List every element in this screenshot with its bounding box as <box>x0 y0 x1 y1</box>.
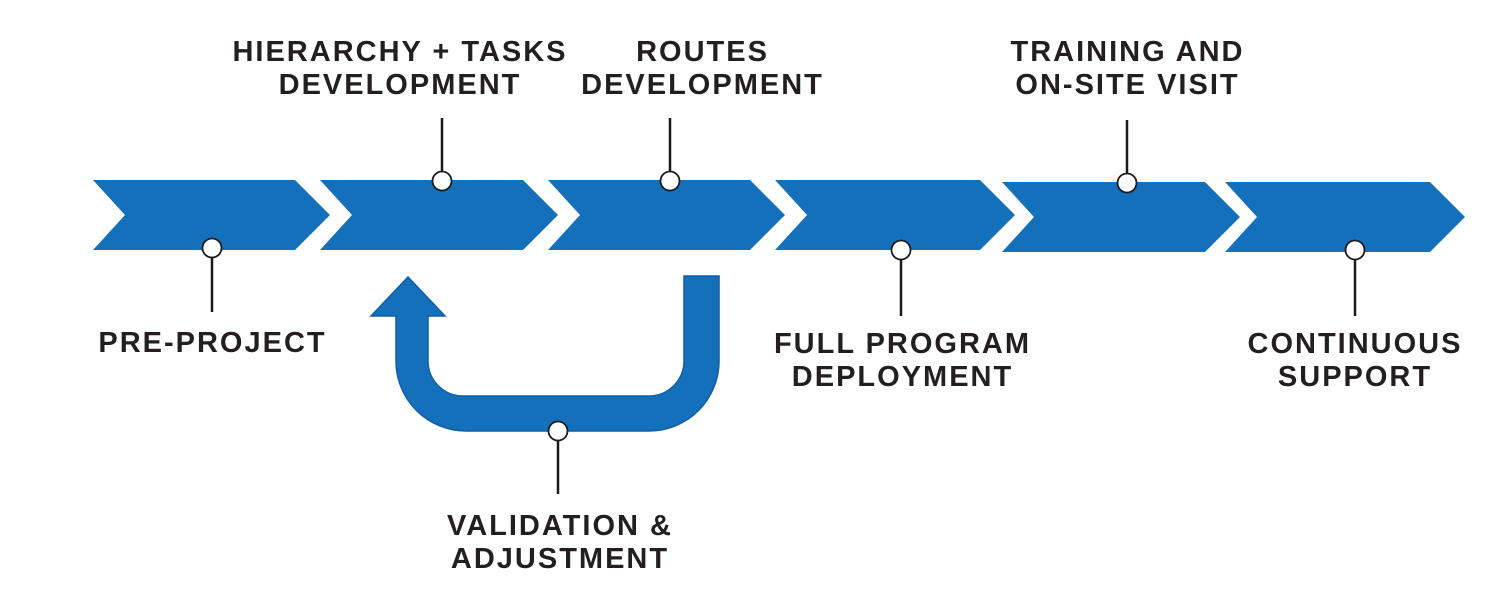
chevron-stage-6 <box>1225 182 1465 252</box>
stage-label-line: SUPPORT <box>1277 361 1433 393</box>
stage-label-line: ON-SITE VISIT <box>1015 69 1240 101</box>
stage-label-line: HIERARCHY + TASKS <box>232 36 568 68</box>
stage-label-pre-project: PRE-PROJECT <box>80 327 345 360</box>
connector-node-validation <box>547 420 569 442</box>
connector-node-continuous <box>1344 239 1366 261</box>
connector-node-hierarchy <box>431 170 453 192</box>
connector-node-training <box>1116 172 1138 194</box>
chevron-stage-1 <box>93 180 330 250</box>
feedback-loop-label-line: VALIDATION & <box>447 510 673 542</box>
stage-label-line: DEVELOPMENT <box>278 69 522 101</box>
chevron-stage-2 <box>320 180 558 250</box>
stage-label-line: CONTINUOUS <box>1247 328 1463 360</box>
stage-label-line: DEVELOPMENT <box>581 69 824 101</box>
stage-label-continuous-support: CONTINUOUS SUPPORT <box>1230 328 1480 394</box>
stage-label-line: PRE-PROJECT <box>98 327 327 359</box>
chevron-stage-3 <box>548 180 785 250</box>
feedback-loop-arrow <box>369 275 720 432</box>
stage-label-full-program: FULL PROGRAM DEPLOYMENT <box>755 328 1050 394</box>
stage-label-routes: ROUTES DEVELOPMENT <box>560 36 845 102</box>
chevron-stage-4 <box>775 180 1015 250</box>
feedback-loop-label: VALIDATION & ADJUSTMENT <box>425 510 695 576</box>
stage-label-hierarchy-tasks: HIERARCHY + TASKS DEVELOPMENT <box>225 36 575 102</box>
connector-node-routes <box>659 170 681 192</box>
connector-node-full-program <box>890 239 912 261</box>
connector-node-pre-project <box>201 237 223 259</box>
stage-label-line: ROUTES <box>636 36 769 68</box>
stage-label-line: TRAINING AND <box>1010 36 1245 68</box>
chevron-stage-5 <box>1002 182 1240 252</box>
stage-label-training: TRAINING AND ON-SITE VISIT <box>990 36 1265 102</box>
stage-label-line: FULL PROGRAM <box>773 328 1032 360</box>
stage-label-line: DEPLOYMENT <box>791 361 1014 393</box>
feedback-loop-label-line: ADJUSTMENT <box>450 543 670 575</box>
